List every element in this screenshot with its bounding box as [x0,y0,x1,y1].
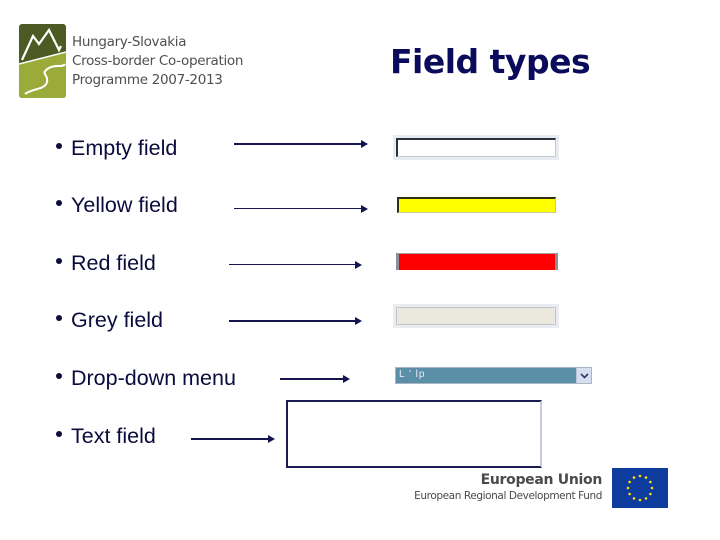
text-field[interactable] [286,400,542,468]
bullet-label: Yellow field [71,193,178,217]
bullet-dropdown-menu: Drop-down menu [56,366,236,391]
bullet-text-field: Text field [56,424,156,449]
bullet-label: Red field [71,251,156,275]
bullet-label: Text field [71,424,156,448]
dropdown-menu[interactable]: L ' lp [395,367,592,384]
bullet-label: Grey field [71,308,164,332]
grey-field[interactable] [396,307,556,325]
empty-field[interactable] [396,138,556,157]
bullet-dot-icon [56,373,62,380]
bullet-red-field: Red field [56,251,156,276]
eu-subtitle: European Regional Development Fund [414,490,602,502]
grey-field-frame [393,304,559,328]
bullet-empty-field: Empty field [56,136,177,161]
eu-label: European Union European Regional Develop… [414,472,602,502]
empty-field-frame [393,135,559,160]
bullet-dot-icon [56,143,62,150]
logo-line-1: Hungary-Slovakia [72,34,187,50]
chevron-down-icon [579,372,589,379]
bullet-grey-field: Grey field [56,308,163,333]
logo-line-3: Programme 2007-2013 [72,72,223,88]
arrow-right-icon [229,261,362,269]
arrow-right-icon [234,205,368,213]
bullet-dot-icon [56,431,62,438]
programme-logo: Hungary-Slovakia Cross-border Co-operati… [19,24,259,100]
bullet-dot-icon [56,315,62,322]
bullet-yellow-field: Yellow field [56,193,178,218]
yellow-field[interactable] [397,197,556,213]
arrow-right-icon [229,317,362,325]
mountain-logo-icon [19,24,66,98]
logo-line-2: Cross-border Co-operation [72,53,244,69]
dropdown-toggle-button[interactable] [576,368,591,383]
eu-flag-icon [612,468,668,508]
page-title: Field types [390,42,591,81]
bullet-label: Empty field [71,136,178,160]
arrow-right-icon [280,375,350,383]
red-field[interactable] [396,253,558,270]
bullet-label: Drop-down menu [71,366,236,390]
bullet-dot-icon [56,258,62,265]
eu-title: European Union [480,472,603,488]
arrow-right-icon [191,435,275,443]
arrow-right-icon [234,140,368,148]
logo-text: Hungary-Slovakia Cross-border Co-operati… [72,33,243,90]
bullet-dot-icon [56,200,62,207]
dropdown-selected-value: L ' lp [399,369,426,380]
